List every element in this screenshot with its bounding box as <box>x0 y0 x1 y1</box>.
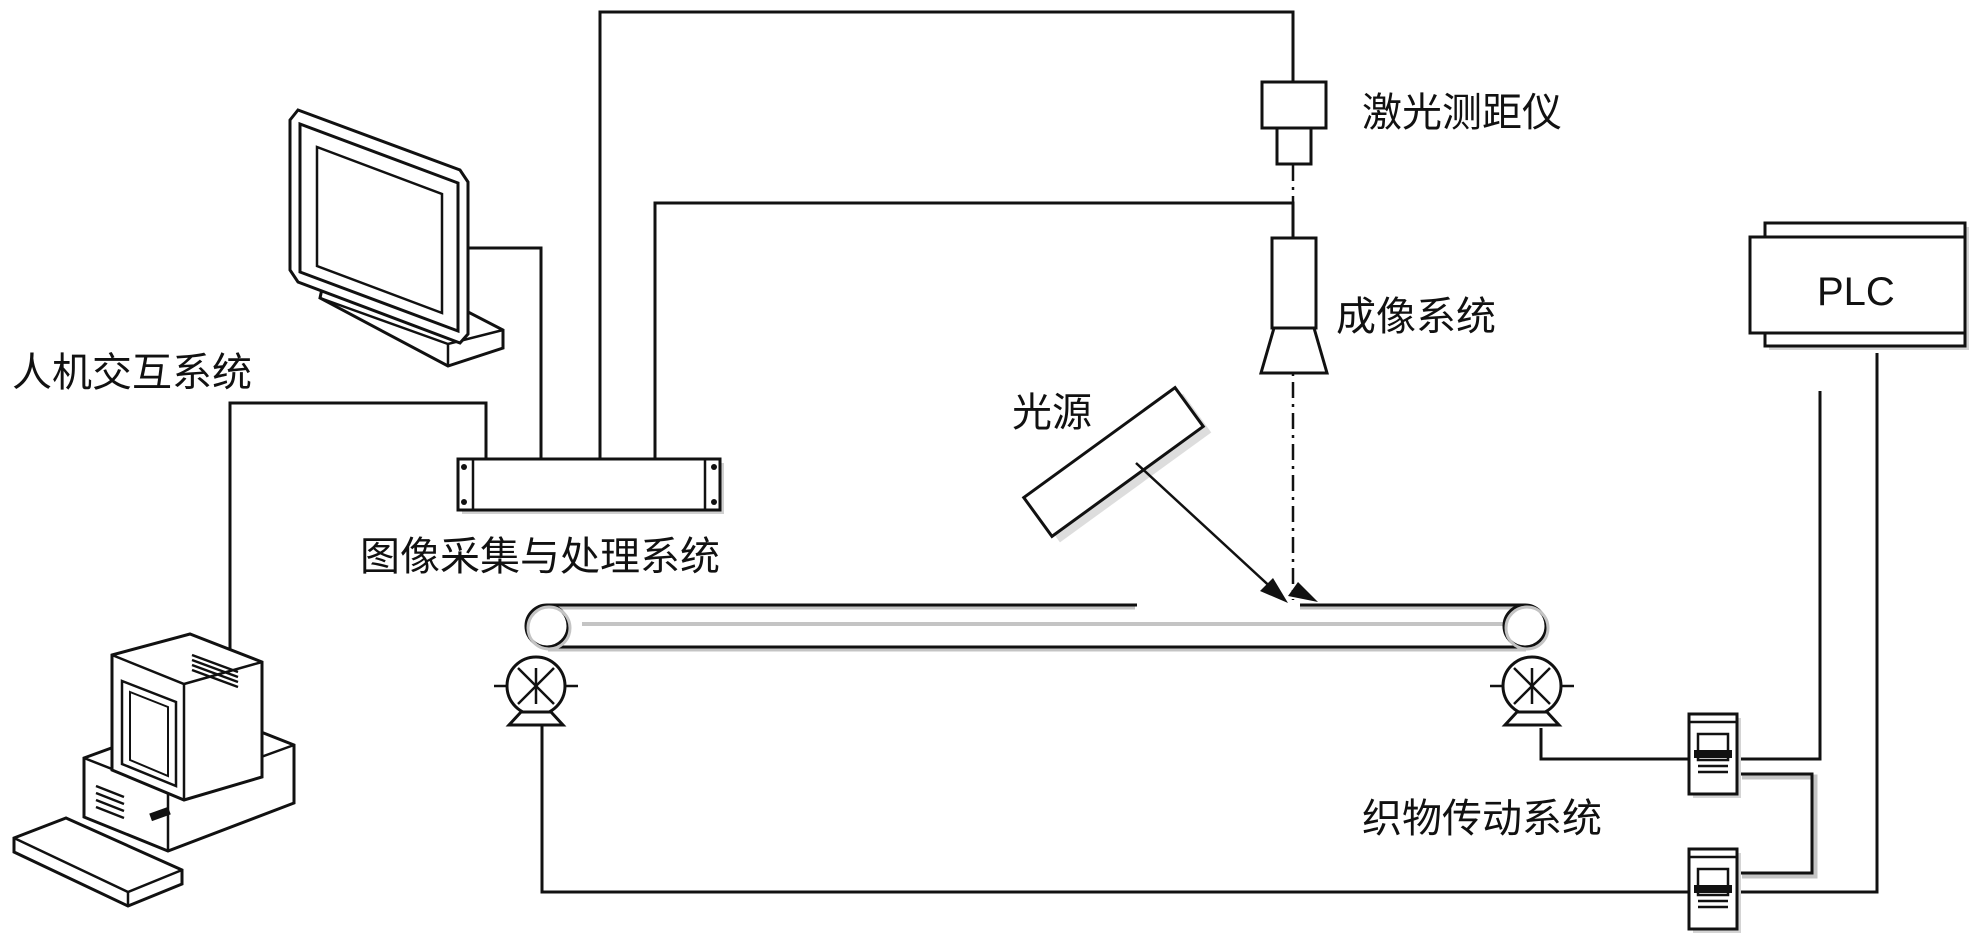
wires <box>230 12 1877 892</box>
wire-plc-driver-2 <box>1740 353 1877 892</box>
wire-plc-driver-1 <box>1740 391 1820 759</box>
camera: 成像系统 <box>1261 238 1496 373</box>
conveyor <box>526 605 1548 649</box>
wire-driver-link-inner <box>1740 774 1812 873</box>
plc: PLC <box>1750 223 1969 350</box>
motor-right <box>1490 657 1574 725</box>
hmi-label: 人机交互系统 <box>12 350 252 396</box>
wire-motor-driver-1 <box>1541 728 1690 759</box>
light-ray <box>1136 463 1276 592</box>
motor-driver-2 <box>1689 849 1741 933</box>
acquisition-unit: 图像采集与处理系统 <box>360 459 724 580</box>
motor-left <box>494 657 578 725</box>
desktop-pc <box>14 634 294 906</box>
monitor: 人机交互系统 <box>12 110 503 396</box>
motor-driver-1 <box>1689 714 1741 798</box>
imaging-system-label: 成像系统 <box>1336 294 1496 340</box>
light-source: 光源 <box>1012 388 1318 603</box>
laser-rangefinder: 激光测距仪 <box>1262 82 1562 164</box>
plc-label: PLC <box>1817 270 1895 314</box>
wire-laser-acquisition <box>600 12 1293 458</box>
wire-driver-link <box>1742 777 1815 876</box>
light-source-label: 光源 <box>1012 390 1092 436</box>
transport-system-label: 织物传动系统 <box>1362 796 1602 842</box>
acquisition-label: 图像采集与处理系统 <box>360 534 720 580</box>
laser-rangefinder-label: 激光测距仪 <box>1362 90 1562 136</box>
